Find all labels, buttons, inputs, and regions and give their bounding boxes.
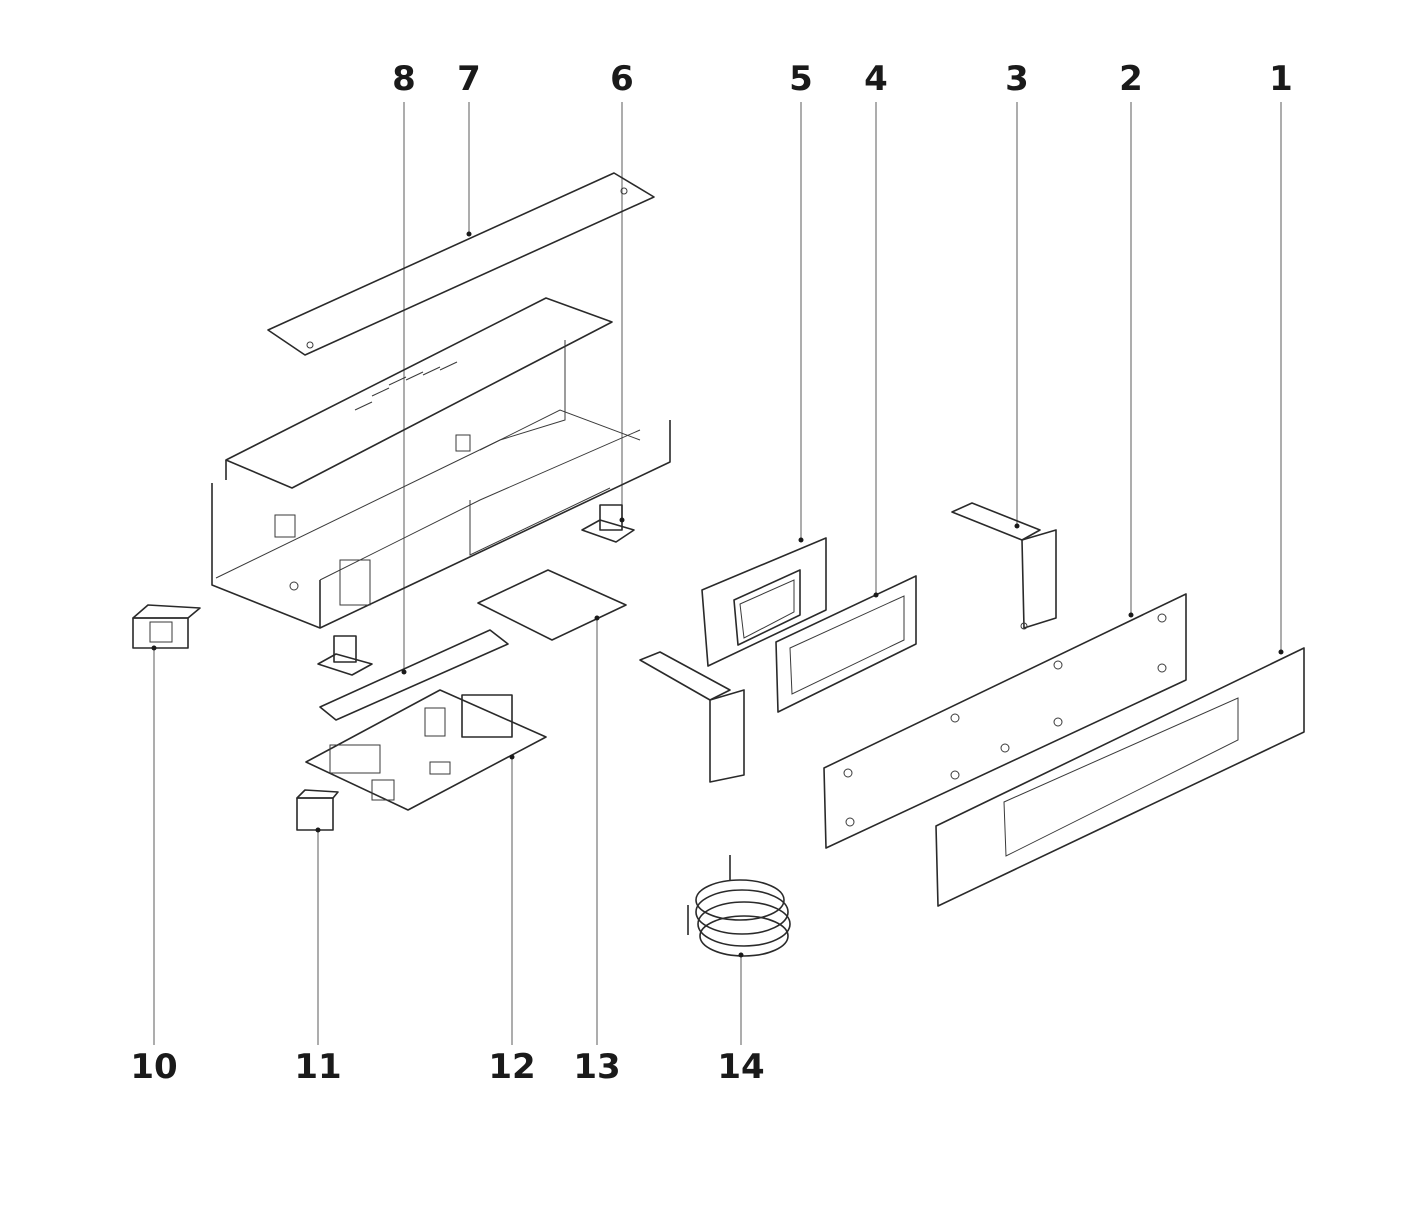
callout-4: 4 [864, 59, 888, 99]
callout-10: 10 [130, 1047, 178, 1087]
part-11-rocker-switch [296, 789, 339, 833]
part-10-switch [132, 604, 201, 651]
part-3-bracket [951, 502, 1057, 630]
callout-5: 5 [789, 59, 813, 99]
part-12-circuit-board [305, 689, 547, 811]
callout-11: 11 [294, 1047, 342, 1087]
bracket-left [639, 651, 745, 783]
callout-7: 7 [457, 59, 481, 99]
callout-3: 3 [1005, 59, 1029, 99]
part-2-front-panel [823, 593, 1187, 849]
part-5-display-frame [701, 537, 827, 667]
part-4-gasket [775, 575, 917, 713]
housing-box [211, 297, 671, 629]
callout-8: 8 [392, 59, 416, 99]
part-6-brackets [317, 504, 635, 676]
callout-14: 14 [717, 1047, 765, 1087]
part-14-probe-coil [687, 855, 791, 958]
callout-12: 12 [488, 1047, 536, 1087]
part-13-plate [477, 569, 627, 641]
leader-lines [153, 102, 1282, 1045]
callout-13: 13 [573, 1047, 621, 1087]
callout-1: 1 [1269, 59, 1293, 99]
callout-6: 6 [610, 59, 634, 99]
part-1-glass-panel [935, 647, 1305, 907]
callout-2: 2 [1119, 59, 1143, 99]
part-8-strip [319, 629, 509, 721]
part-7-cover-plate [267, 172, 655, 356]
